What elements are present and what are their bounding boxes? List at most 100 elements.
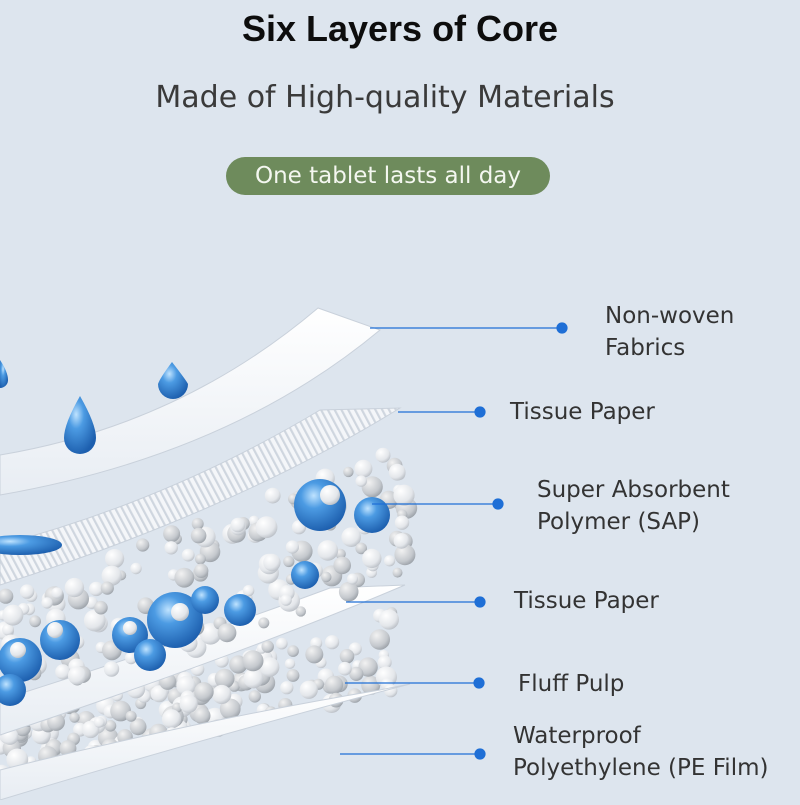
sap-filler-bead	[55, 664, 71, 680]
sap-polymer-bead	[0, 674, 26, 706]
sap-filler-bead	[384, 555, 396, 567]
sap-filler-bead	[285, 540, 299, 554]
sap-filler-bead	[264, 487, 281, 504]
sap-beads	[0, 447, 418, 706]
sap-filler-bead	[100, 581, 114, 595]
leader-dot	[474, 596, 486, 608]
water-drop-icon	[64, 396, 96, 454]
sap-filler-bead	[67, 666, 87, 685]
sap-filler-bead	[341, 527, 362, 547]
sap-filler-bead	[163, 525, 181, 543]
sap-filler-bead	[394, 544, 416, 566]
layer-label-line: Polymer (SAP)	[537, 509, 701, 536]
sap-polymer-bead	[147, 592, 203, 648]
water-drop-icon	[158, 362, 188, 399]
sap-filler-bead	[255, 516, 278, 539]
pe-film-sheet	[0, 683, 411, 801]
leader-dot	[473, 677, 485, 689]
pulp-bead	[361, 675, 381, 695]
sap-filler-bead	[130, 562, 142, 575]
sap-filler-bead	[317, 540, 339, 561]
sap-filler-bead	[375, 447, 391, 463]
pulp-bead	[125, 710, 137, 722]
sap-filler-bead	[51, 587, 63, 599]
sap-filler-bead	[2, 604, 24, 626]
pulp-bead	[104, 720, 117, 732]
sap-filler-bead	[19, 584, 35, 599]
sap-filler-bead	[230, 517, 246, 533]
sap-filler-bead	[361, 476, 383, 498]
sap-polymer-bead	[191, 586, 219, 614]
sap-filler-bead	[343, 466, 354, 478]
pulp-bead	[287, 645, 299, 657]
pulp-bead	[379, 609, 399, 630]
leader-dot	[556, 322, 568, 334]
sap-polymer-bead	[354, 497, 390, 533]
sap-filler-bead	[392, 567, 403, 578]
pulp-bead	[248, 690, 261, 703]
pulp-bead	[280, 681, 294, 695]
sap-filler-bead	[89, 581, 104, 597]
pulp-bead	[214, 668, 235, 689]
sap-polymer-bead	[224, 594, 256, 626]
sap-filler-bead	[191, 517, 204, 530]
layer-label-pe-film: Waterproof Polyethylene (PE Film)	[513, 720, 768, 784]
sap-filler-bead	[393, 484, 415, 506]
sap-filler-bead	[263, 553, 281, 572]
sap-highlight-bead	[171, 603, 189, 621]
pulp-bead	[339, 649, 355, 664]
layer-label-line: Super Absorbent	[537, 477, 730, 503]
sap-polymer-bead	[291, 561, 319, 589]
tissue-paper-upper-sheet	[0, 407, 402, 586]
leader-dot	[492, 498, 504, 510]
pulp-bead	[212, 684, 232, 705]
pulp-bead	[193, 707, 211, 725]
sap-filler-bead	[0, 588, 14, 604]
sap-filler-bead	[333, 556, 352, 575]
sap-filler-bead	[321, 571, 332, 583]
pulp-bead	[349, 666, 364, 682]
pulp-bead	[299, 680, 318, 699]
layer-label-line: Tissue Paper	[510, 399, 655, 425]
sap-filler-bead	[355, 542, 368, 555]
pulp-bead	[338, 661, 352, 676]
sap-filler-bead	[393, 533, 410, 549]
sap-filler-bead	[194, 563, 209, 578]
pulp-bead	[358, 657, 378, 677]
sap-filler-bead	[136, 538, 150, 552]
page-subtitle: Made of High-quality Materials	[155, 80, 615, 115]
feature-badge: One tablet lasts all day	[226, 157, 550, 195]
pulp-bead	[219, 698, 241, 720]
sap-filler-bead	[354, 459, 373, 478]
pulp-bead	[243, 668, 264, 689]
layer-label-line: Waterproof	[513, 723, 641, 749]
pulp-bead	[259, 657, 280, 677]
water-droplets	[0, 360, 188, 555]
sap-filler-bead	[164, 541, 178, 555]
sap-filler-bead	[394, 515, 410, 530]
pulp-bead	[93, 716, 105, 728]
leader-lines	[340, 322, 568, 760]
pulp-bead	[286, 669, 300, 682]
pulp-bead	[284, 658, 296, 669]
layer-label-line: Fluff Pulp	[518, 671, 625, 697]
pulp-bead	[242, 650, 264, 672]
sap-filler-bead	[2, 623, 14, 636]
sap-filler-bead	[295, 606, 306, 617]
layer-label-line: Non-woven	[605, 303, 735, 329]
sap-polymer-bead	[134, 639, 166, 671]
sap-filler-bead	[181, 548, 195, 562]
sap-filler-bead	[174, 567, 195, 588]
pulp-bead	[179, 694, 198, 714]
sap-filler-bead	[347, 573, 358, 585]
layer-label-line: Fabrics	[605, 335, 686, 362]
pulp-bead	[176, 675, 196, 696]
sap-filler-bead	[258, 617, 270, 629]
water-puddle	[0, 535, 62, 555]
layer-label-fluff-pulp: Fluff Pulp	[518, 668, 624, 700]
layer-label-non-woven: Non-woven Fabrics	[605, 300, 734, 364]
sap-filler-bead	[103, 661, 120, 677]
pulp-bead	[369, 629, 391, 650]
